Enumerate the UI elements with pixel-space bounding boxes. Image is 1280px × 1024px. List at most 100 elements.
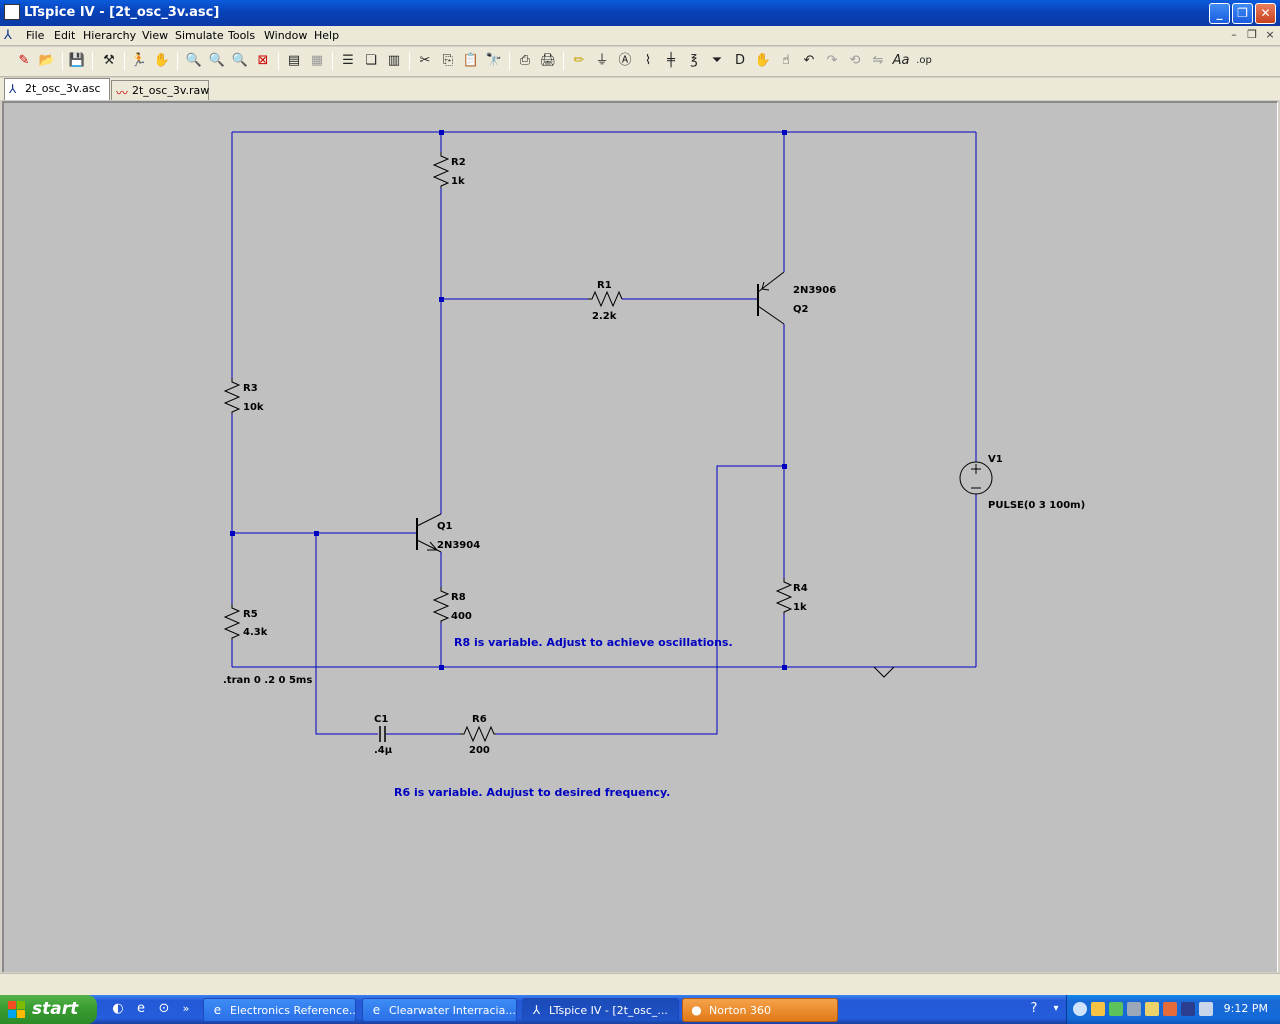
cascade-icon[interactable]: ❏ [365,53,377,68]
r6-symbol[interactable] [460,725,496,743]
schematic-doc-icon[interactable]: ⅄ [4,28,12,43]
tile-horizontal-icon[interactable]: ☰ [342,53,354,68]
resistor-icon[interactable]: ⌇ [644,53,652,68]
move-icon[interactable]: ✋ [754,53,772,68]
zoom-in-icon[interactable]: 🔍 [185,53,203,68]
find-icon[interactable]: 🔭 [485,53,503,68]
paste-icon[interactable]: 📋 [462,53,480,68]
open-icon[interactable]: 📂 [38,53,56,68]
r5-symbol[interactable] [223,604,241,640]
r5-name[interactable]: R5 [243,609,258,620]
start-button[interactable]: start [0,995,97,1024]
quick-launch-more-icon[interactable]: » [182,1002,190,1015]
wire-c1-base[interactable] [315,533,378,735]
rotate-icon[interactable]: ⟲ [849,53,861,68]
taskbar-button-clearwater[interactable]: e Clearwater Interracia... [362,998,517,1022]
display-icon[interactable] [1181,1002,1195,1016]
r4-symbol[interactable] [775,578,793,614]
control-panel-icon[interactable]: ⚒ [103,53,115,68]
r1-symbol[interactable] [588,290,623,308]
schematic-canvas[interactable]: R2 1k R1 2.2k 2N3906 Q2 R3 10k V1 PULSE(… [2,101,1278,972]
print-setup-icon[interactable]: ⎙ [519,53,531,68]
tab-schematic[interactable]: ⅄ 2t_osc_3v.asc [4,78,110,100]
component-icon[interactable]: D [734,53,745,68]
menu-window[interactable]: Window [264,29,308,42]
menu-help[interactable]: Help [314,29,340,42]
internet-explorer-icon[interactable]: e [137,1001,145,1016]
menu-simulate[interactable]: Simulate [175,29,224,42]
ltspice-app-icon[interactable] [4,4,20,20]
menu-tools[interactable]: Tools [228,29,256,42]
q1-model[interactable]: 2N3904 [437,540,480,551]
zoom-out-icon[interactable]: 🔍 [231,53,249,68]
search-icon[interactable]: ⊙ [158,1001,170,1016]
show-desktop-icon[interactable]: ◐ [112,1001,124,1016]
mdi-restore-button[interactable]: ❐ [1247,28,1257,41]
r2-value[interactable]: 1k [451,176,465,187]
safely-remove-icon[interactable] [1145,1002,1159,1016]
r4-value[interactable]: 1k [793,602,807,613]
q1-name[interactable]: Q1 [437,521,453,532]
ground-symbol[interactable] [873,666,895,678]
c1-name[interactable]: C1 [374,714,388,725]
pan-icon[interactable]: 🔍 [208,53,226,68]
c1-value[interactable]: .4µ [374,745,393,756]
norton-tray-icon[interactable] [1109,1002,1123,1016]
menu-edit[interactable]: Edit [54,29,76,42]
language-bar-icon[interactable]: ▾ [1053,1003,1059,1014]
r1-value[interactable]: 2.2k [592,311,617,322]
ground-icon[interactable]: ⏚ [595,53,609,68]
tile-vertical-icon[interactable]: ▥ [387,53,401,68]
capacitor-icon[interactable]: ╪ [667,53,675,68]
plot-settings-icon[interactable]: ▦ [310,53,324,68]
mdi-close-button[interactable]: × [1265,28,1275,41]
r8-value[interactable]: 400 [451,611,472,622]
network-icon[interactable] [1127,1002,1141,1016]
taskbar-button-electronics[interactable]: e Electronics Reference... [203,998,356,1022]
volume-icon[interactable] [1199,1002,1213,1016]
wire-feedback[interactable] [496,465,784,735]
note-r8[interactable]: R8 is variable. Adjust to achieve oscill… [454,636,733,649]
r8-symbol[interactable] [432,587,450,623]
diode-icon[interactable]: ⏷ [711,53,723,68]
run-icon[interactable]: 🏃 [130,53,148,68]
mirror-icon[interactable]: ⇋ [872,53,884,68]
close-button[interactable]: ✕ [1255,3,1276,24]
r6-value[interactable]: 200 [469,745,490,756]
r8-name[interactable]: R8 [451,592,466,603]
r2-name[interactable]: R2 [451,157,466,168]
wire-icon[interactable]: ✏ [573,53,585,68]
print-icon[interactable]: 🖨 [539,53,557,68]
text-icon[interactable]: Aa [892,53,910,68]
undo-icon[interactable]: ↶ [803,53,815,68]
menu-hierarchy[interactable]: Hierarchy [83,29,137,42]
tray-back-arrow-icon[interactable] [1073,1002,1087,1016]
q2-model[interactable]: 2N3906 [793,285,836,296]
r1-name[interactable]: R1 [597,280,612,291]
q2-name[interactable]: Q2 [793,304,809,315]
r4-name[interactable]: R4 [793,583,808,594]
r3-symbol[interactable] [223,378,241,414]
v1-symbol[interactable] [959,461,993,495]
title-bar[interactable]: LTspice IV - [2t_osc_3v.asc] _ ❐ ✕ [0,0,1280,26]
copy-icon[interactable]: ⎘ [442,53,454,68]
r6-name[interactable]: R6 [472,714,487,725]
save-icon[interactable]: 💾 [68,53,86,68]
menu-view[interactable]: View [142,29,169,42]
minimize-button[interactable]: _ [1209,3,1230,24]
resistor-symbols[interactable] [223,152,793,743]
taskbar-button-ltspice[interactable]: ⅄ LTspice IV - [2t_osc_... [522,998,679,1022]
new-schematic-icon[interactable]: ✎ [18,53,30,68]
tran-directive[interactable]: .tran 0 .2 0 5ms [223,675,312,686]
label-net-icon[interactable]: Ⓐ [618,53,632,68]
v1-name[interactable]: V1 [988,454,1003,465]
wires[interactable] [231,131,977,735]
spice-directive-icon[interactable]: .op [916,55,932,66]
cut-icon[interactable]: ✂ [419,53,431,68]
r5-value[interactable]: 4.3k [243,627,268,638]
tab-waveform[interactable]: 〰 2t_osc_3v.raw [111,80,209,100]
c1-symbol[interactable] [379,726,386,742]
r3-name[interactable]: R3 [243,383,258,394]
antivirus-icon[interactable] [1163,1002,1177,1016]
